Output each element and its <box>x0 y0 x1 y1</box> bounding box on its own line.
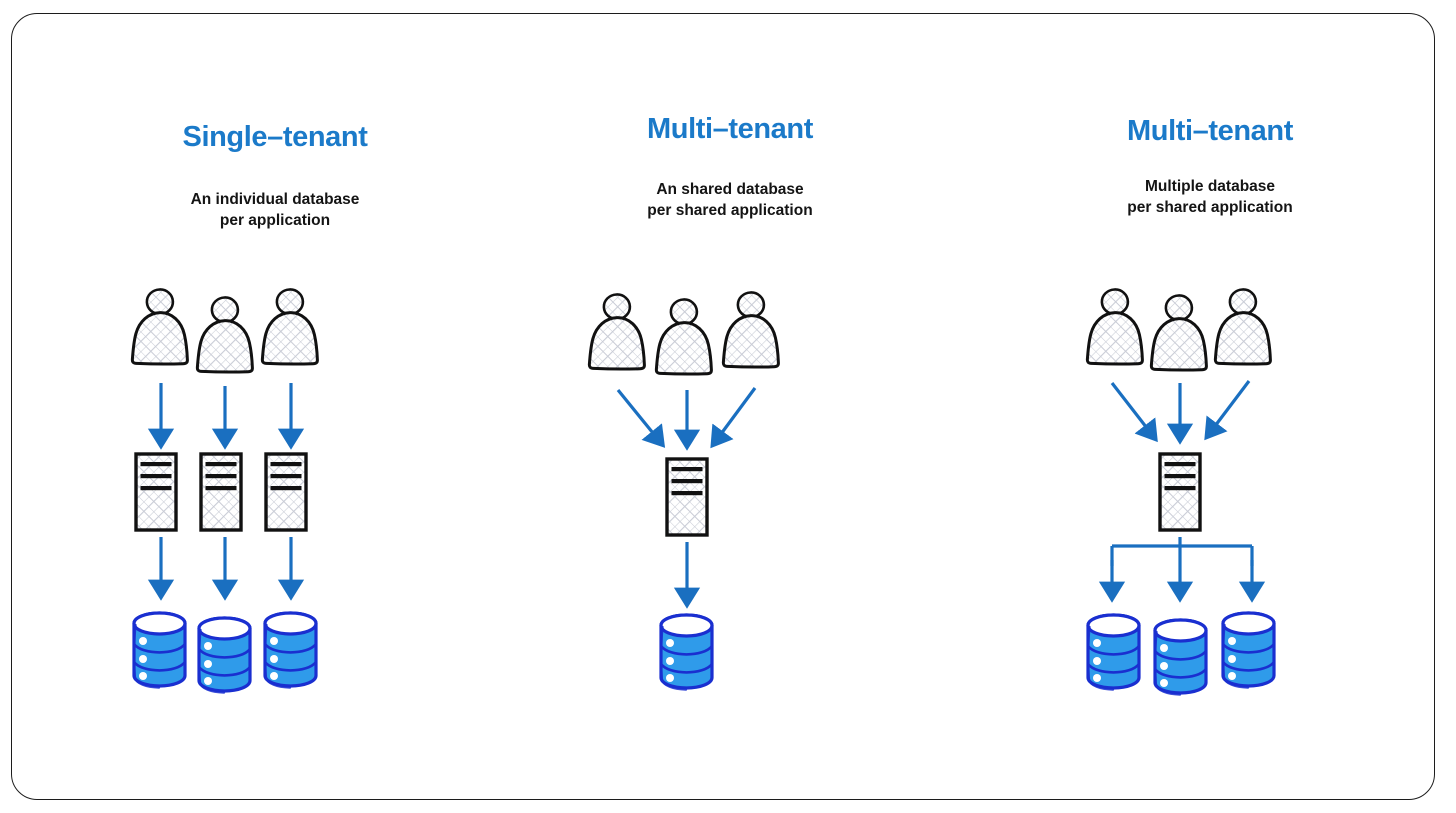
column-subtitle-single-tenant: An individual database per application <box>190 191 360 229</box>
column-title-single-tenant: Single–tenant <box>182 121 368 153</box>
column-multi-tenant-multi-db: Multi–tenant Multiple database per share… <box>1000 0 1420 813</box>
column-title-multi-tenant-shared: Multi–tenant <box>647 113 813 145</box>
column-subtitle-multi-tenant-shared: An shared database per shared applicatio… <box>647 181 813 219</box>
column-multi-tenant-shared-db: Multi–tenant An shared database per shar… <box>540 0 920 813</box>
column-single-tenant: Single–tenant An individual database per… <box>60 0 490 813</box>
column-title-multi-tenant-multi: Multi–tenant <box>1127 115 1293 147</box>
column-subtitle-multi-tenant-multi: Multiple database per shared application <box>1127 178 1293 216</box>
